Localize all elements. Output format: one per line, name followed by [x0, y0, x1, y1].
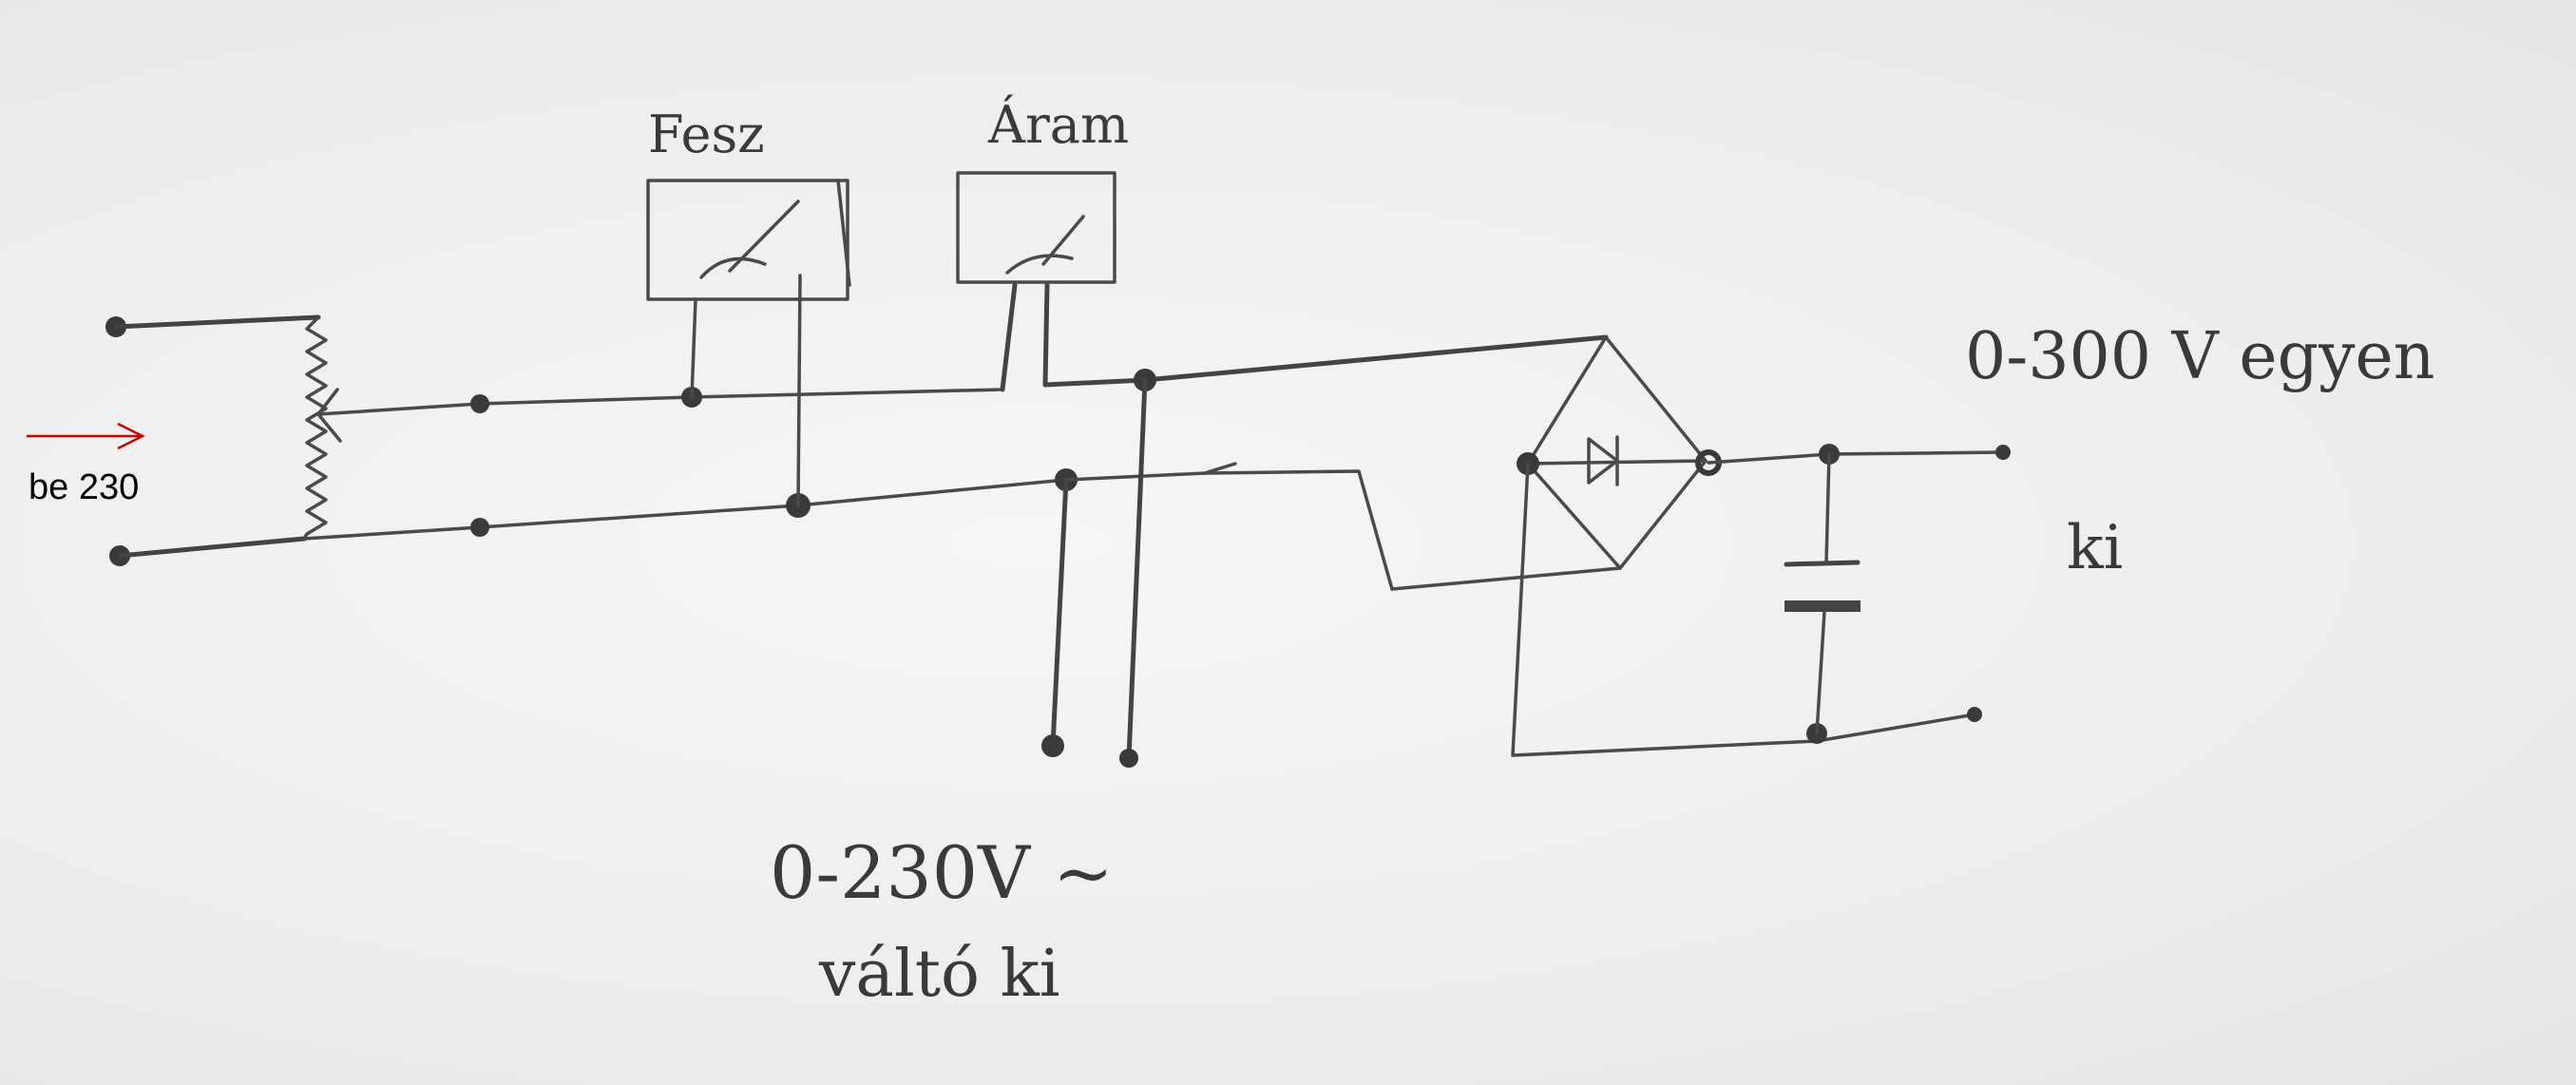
dc-positive-rail [1707, 450, 2005, 465]
voltmeter-scale-arc [699, 257, 767, 279]
variac-autotransformer [302, 315, 342, 541]
voltmeter-box [646, 179, 849, 301]
variac-winding [302, 315, 328, 541]
capacitor-plate-bottom [1784, 600, 1860, 612]
voltmeter-lead-left [690, 297, 697, 399]
ac-output-voltage-label: 0-230V ~ [770, 830, 1114, 915]
capacitor-plate-top [1784, 560, 1860, 567]
dc-negative-rail [1511, 462, 1976, 757]
upper-wire-left [316, 388, 1004, 416]
main-wiring [302, 282, 1622, 591]
input-indicator: be 230 [27, 422, 145, 507]
ammeter-label: Áram [987, 94, 1129, 155]
input-arrow-head [117, 422, 145, 450]
voltmeter-box-shade [836, 179, 851, 287]
ammeter-lead-left [1000, 282, 1018, 392]
bridge-rectifier [1517, 335, 1722, 570]
dc-output-terminal-positive [1995, 445, 2011, 460]
ammeter-needle [1041, 215, 1085, 266]
dc-output-voltage-label: 0-300 V egyen [1965, 319, 2435, 394]
input-wire-top [113, 314, 321, 330]
voltmeter-lead-right [796, 274, 802, 507]
variac-wiper-arrowhead [316, 388, 342, 443]
voltmeter-needle [728, 200, 800, 273]
ac-output-terminal-right [1119, 749, 1138, 768]
dc-output: 0-300 V egyen ki [1511, 319, 2435, 757]
diode-symbol [1587, 437, 1619, 485]
lower-wire-left [302, 478, 1068, 541]
wire-crossing-hook [1203, 462, 1237, 475]
input-terminals [105, 314, 321, 566]
lower-wire-right [1064, 469, 1622, 591]
capacitor-lead-top [1824, 452, 1831, 564]
ammeter: Áram [956, 94, 1129, 284]
voltmeter: Fesz [646, 105, 851, 507]
upper-wire-right [1042, 282, 1609, 388]
dc-output-terminal-negative [1967, 707, 1982, 722]
ac-output: 0-230V ~ váltó ki [770, 377, 1148, 1012]
ammeter-box [956, 171, 1116, 284]
ac-output-lead-left [1050, 477, 1069, 749]
bridge-diamond [1526, 335, 1708, 570]
junction-node [470, 518, 489, 537]
ac-output-terminal-left [1041, 734, 1064, 757]
junction-node [470, 394, 489, 413]
capacitor-lead-bottom [1815, 610, 1826, 735]
input-label: be 230 [29, 467, 139, 507]
dc-output-ki-label: ki [2067, 513, 2123, 583]
ammeter-scale-arc [1005, 254, 1074, 275]
input-wire-bottom [117, 536, 307, 559]
voltmeter-label: Fesz [648, 105, 765, 164]
filter-capacitor [1784, 452, 1860, 735]
ac-output-lead-right [1126, 377, 1148, 761]
ac-output-ki-label: váltó ki [818, 937, 1060, 1012]
